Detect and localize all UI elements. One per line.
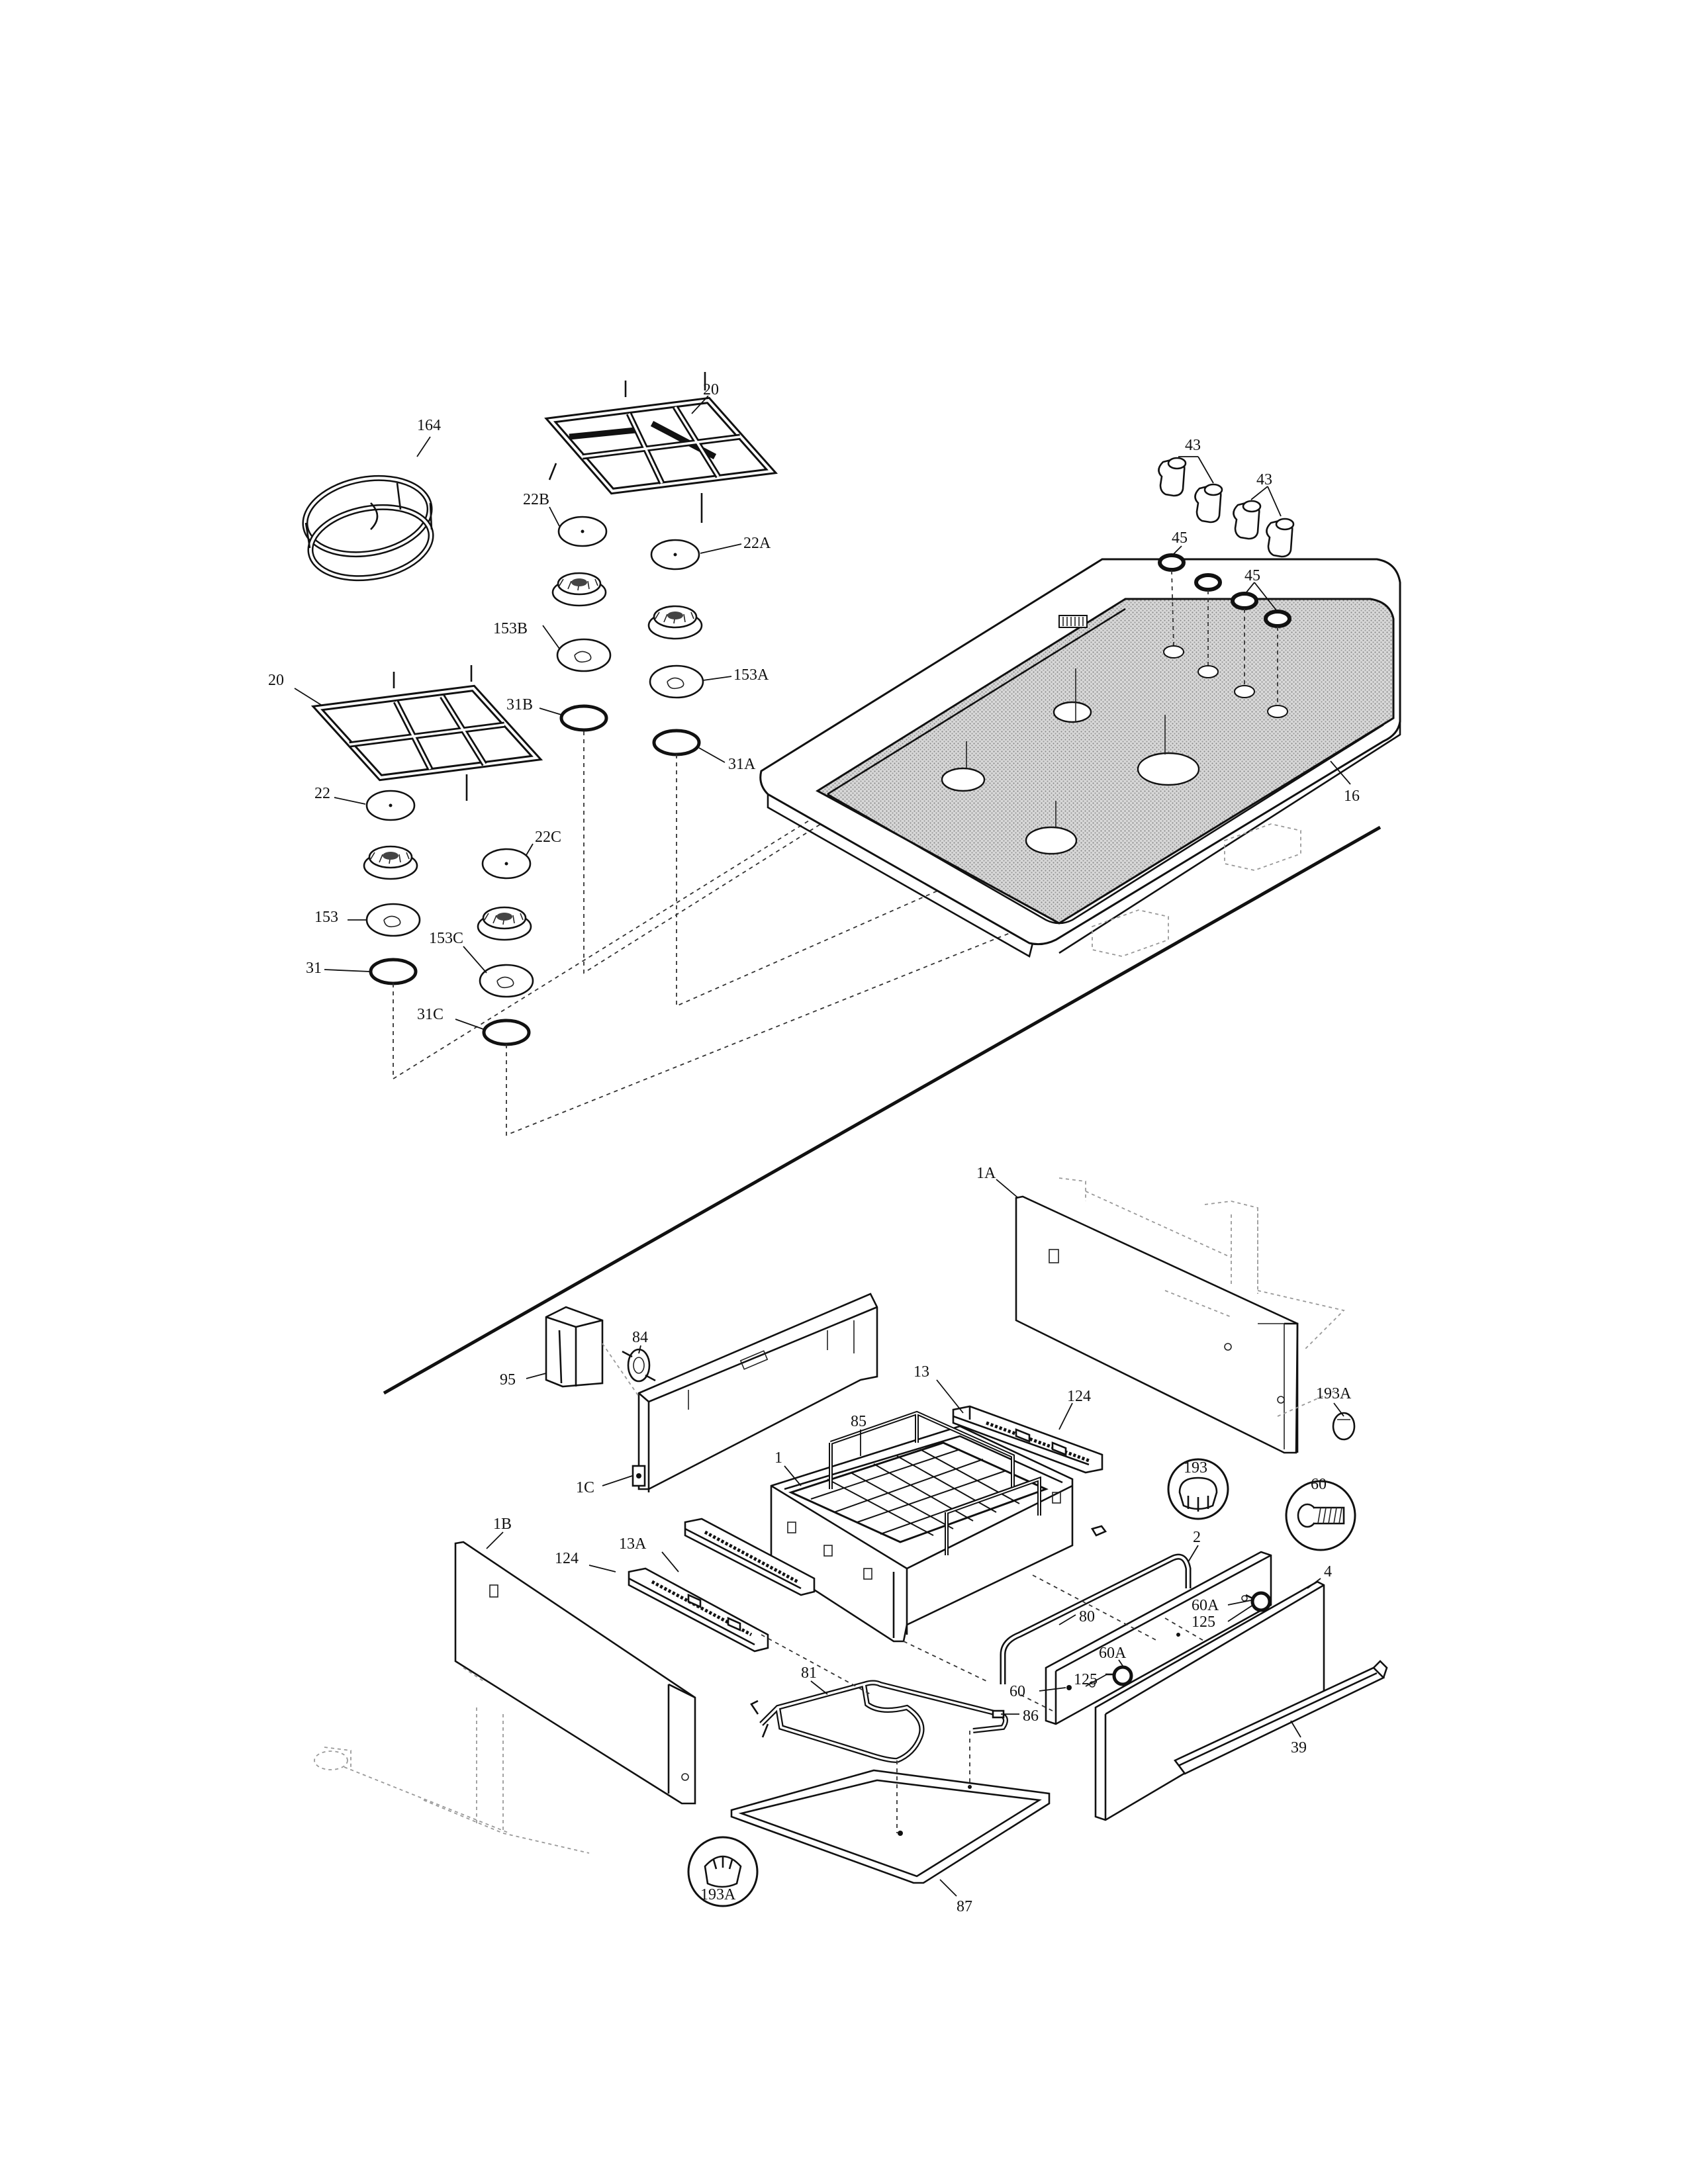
burner-head-c (477, 906, 532, 941)
callout-60-circle: 60 (1311, 1476, 1327, 1493)
callout-60a-mid: 60A (1099, 1645, 1127, 1662)
callout-labels: 164 20 22B 22A 153B 153A 31B 31A 20 22 2… (268, 381, 1360, 1915)
callout-45-right: 45 (1244, 567, 1260, 584)
callout-60a-top: 60A (1192, 1597, 1219, 1614)
callout-13: 13 (914, 1363, 929, 1381)
callout-20-lower: 20 (268, 672, 284, 689)
burner-stack-left (363, 790, 421, 985)
side-panel-left (314, 1541, 696, 1854)
bracket-95 (545, 1306, 604, 1388)
alignment-lines (393, 731, 1060, 1136)
burner-head-left (363, 845, 418, 880)
callout-193a-top: 193A (1316, 1385, 1352, 1402)
callout-31c: 31C (417, 1006, 444, 1023)
slide-rail-right (952, 1405, 1103, 1474)
callout-31b: 31B (506, 696, 533, 713)
burner-stack-c (477, 848, 534, 1046)
callout-84: 84 (632, 1329, 648, 1346)
burner-grate-lower (310, 665, 543, 801)
wok-ring (302, 475, 434, 582)
callout-22c: 22C (535, 829, 561, 846)
burner-grate-upper (544, 372, 778, 523)
callout-1c: 1C (576, 1479, 594, 1496)
callout-20-upper: 20 (703, 381, 719, 398)
callout-193a-bottom: 193A (700, 1886, 736, 1903)
detail-circle-193 (1167, 1458, 1229, 1520)
drawer-handle (1173, 1660, 1388, 1775)
leader-lines (294, 395, 1351, 1897)
callout-1: 1 (774, 1449, 782, 1467)
callout-86: 86 (1023, 1707, 1039, 1725)
heating-element-80 (1000, 1553, 1192, 1684)
callout-22: 22 (314, 785, 330, 802)
callout-1b: 1B (493, 1516, 512, 1533)
callout-153: 153 (314, 909, 338, 926)
inner-panel-2 (1045, 1551, 1272, 1725)
knob-2 (1194, 483, 1223, 523)
callout-87: 87 (957, 1898, 972, 1915)
knob-1 (1158, 457, 1187, 497)
clip-small (1091, 1525, 1107, 1537)
section-divider (383, 825, 1382, 1395)
wire-rack (788, 1410, 1049, 1555)
callout-1a: 1A (976, 1165, 996, 1182)
cooktop-knob-holes (1163, 645, 1288, 718)
burner-stack-b (551, 516, 612, 732)
callout-22b: 22B (523, 491, 549, 508)
callout-13a: 13A (619, 1535, 647, 1553)
callout-45-left: 45 (1172, 529, 1188, 547)
cooktop-vent-slot (1058, 615, 1088, 628)
callout-31: 31 (306, 960, 322, 977)
callout-2: 2 (1193, 1529, 1201, 1546)
callout-81: 81 (801, 1664, 817, 1682)
callout-4: 4 (1324, 1563, 1332, 1580)
slide-rail-left (628, 1518, 816, 1653)
knob-bezels (1158, 553, 1291, 628)
callout-153b: 153B (493, 620, 528, 637)
callout-31a: 31A (728, 756, 756, 773)
callout-85: 85 (851, 1413, 867, 1430)
detail-circle-60 (1285, 1480, 1356, 1551)
callout-43-right: 43 (1256, 471, 1272, 488)
knob-3 (1233, 500, 1262, 540)
screws-and-bushings (1066, 1591, 1272, 1690)
callout-193: 193 (1184, 1459, 1207, 1477)
burner-head-a (647, 605, 703, 640)
callout-39: 39 (1291, 1739, 1307, 1756)
callout-22a: 22A (743, 535, 771, 552)
callout-95: 95 (500, 1371, 516, 1388)
callout-125-top: 125 (1192, 1614, 1215, 1631)
side-panel-center (602, 1293, 878, 1492)
detail-circle-193a (687, 1836, 759, 1907)
heating-element-81 (750, 1680, 1008, 1763)
callout-164: 164 (417, 417, 441, 434)
cooktop (759, 558, 1401, 958)
callout-124-upper: 124 (1067, 1388, 1091, 1405)
callout-153c: 153C (429, 930, 463, 947)
cooktop-burner-holes (941, 701, 1200, 855)
callout-60: 60 (1009, 1683, 1025, 1700)
callout-124-lower: 124 (555, 1550, 579, 1567)
burner-head-b (551, 572, 607, 607)
callout-43-left: 43 (1185, 437, 1201, 454)
grommet-84 (622, 1348, 656, 1383)
control-knobs (1158, 457, 1295, 705)
burner-stack-a (647, 539, 704, 756)
side-panel-right (1015, 1177, 1345, 1454)
callout-153a: 153A (733, 666, 769, 684)
callout-16: 16 (1344, 788, 1360, 805)
callout-80: 80 (1079, 1608, 1095, 1625)
drawer-bottom-pan (730, 1731, 1051, 1884)
knob-4 (1266, 518, 1295, 558)
callout-125-mid: 125 (1074, 1671, 1098, 1688)
plug-193a (1332, 1412, 1356, 1441)
